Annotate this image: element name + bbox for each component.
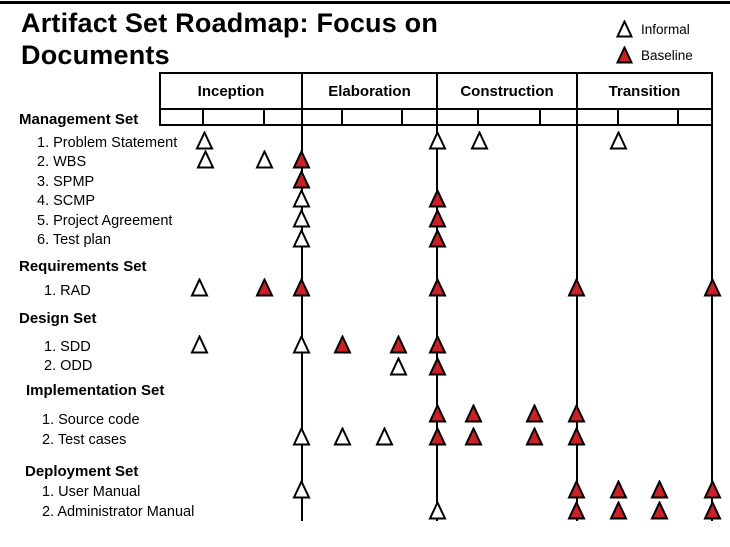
informal-triangle-icon [333,427,352,446]
informal-triangle-icon [292,209,311,228]
iteration-tick [341,110,343,124]
baseline-triangle-icon [428,357,447,376]
iteration-tick [401,110,403,124]
row-label-2-wbs: 2. WBS [37,154,87,170]
baseline-triangle-icon [567,278,586,297]
informal-triangle-icon [292,480,311,499]
baseline-triangle-icon [525,427,544,446]
row-label-3-spmp: 3. SPMP [37,174,95,190]
baseline-triangle-icon [292,150,311,169]
phase-header-inception: Inception [197,82,265,100]
baseline-triangle-icon [255,278,274,297]
baseline-triangle-icon [428,427,447,446]
baseline-triangle-icon [389,335,408,354]
baseline-triangle-icon [428,209,447,228]
informal-triangle-icon [292,229,311,248]
baseline-triangle-icon [567,501,586,520]
informal-triangle-icon [292,335,311,354]
group-label-requirements-set: Requirements Set [19,258,147,275]
informal-triangle-icon [428,131,447,150]
row-label-6-test-plan: 6. Test plan [37,232,111,248]
iteration-tick [202,110,204,124]
phase-gridline [301,110,303,521]
row-label-2-odd: 2. ODD [44,358,93,370]
baseline-triangle-icon [464,427,483,446]
group-label-design-set: Design Set [19,310,97,327]
baseline-triangle-icon [428,335,447,354]
baseline-triangle-icon [464,404,483,423]
baseline-triangle-icon [703,480,722,499]
iteration-tick [539,110,541,124]
phase-header-transition: Transition [576,74,711,108]
phase-header-elaboration: Elaboration [301,74,436,108]
iteration-tick [477,110,479,124]
baseline-triangle-icon [616,46,633,64]
baseline-triangle-icon [567,427,586,446]
row-label-2-administrator-manual: 2. Administrator Manual [42,504,195,520]
baseline-triangle-icon [650,501,669,520]
informal-triangle-icon [195,131,214,150]
row-label-1-user-manual: 1. User Manual [42,484,141,500]
informal-triangle-icon [389,357,408,376]
iteration-tick [677,110,679,124]
baseline-triangle-icon [567,480,586,499]
informal-triangle-icon [196,150,215,169]
informal-triangle-icon [190,335,209,354]
baseline-triangle-icon [525,404,544,423]
baseline-triangle-icon [292,170,311,189]
row-label-5-project-agreement: 5. Project Agreement [37,213,173,229]
row-label-1-problem-statement: 1. Problem Statement [37,135,178,151]
legend-item-baseline: Baseline [616,42,693,68]
legend: Informal Baseline [616,16,693,68]
baseline-triangle-icon [703,278,722,297]
phase-gridline [436,110,438,521]
row-label-2-test-cases: 2. Test cases [42,432,127,448]
baseline-triangle-icon [650,480,669,499]
group-label-deployment-set: Deployment Set [25,463,139,480]
phase-gridline [711,110,713,521]
slide-top-border [0,1,730,4]
baseline-triangle-icon [292,278,311,297]
legend-label-informal: Informal [641,21,690,37]
informal-triangle-icon [428,501,447,520]
row-label-1-source-code: 1. Source code [42,412,140,428]
informal-triangle-icon [292,427,311,446]
baseline-triangle-icon [428,189,447,208]
baseline-triangle-icon [567,404,586,423]
group-label-management-set: Management Set [19,111,139,128]
page-title: Artifact Set Roadmap: Focus on Documents [21,8,439,70]
row-label-4-scmp: 4. SCMP [37,193,96,209]
informal-triangle-icon [292,189,311,208]
baseline-triangle-icon [428,278,447,297]
legend-label-baseline: Baseline [641,47,693,63]
phase-gridline [576,110,578,521]
baseline-triangle-icon [428,404,447,423]
informal-triangle-icon [255,150,274,169]
informal-triangle-icon [470,131,489,150]
iteration-tick [263,110,265,124]
baseline-triangle-icon [428,229,447,248]
baseline-triangle-icon [333,335,352,354]
baseline-triangle-icon [609,501,628,520]
baseline-triangle-icon [609,480,628,499]
iteration-tick [617,110,619,124]
informal-triangle-icon [609,131,628,150]
legend-item-informal: Informal [616,16,693,42]
informal-triangle-icon [190,278,209,297]
baseline-triangle-icon [703,501,722,520]
row-label-1-rad: 1. RAD [44,283,91,299]
informal-triangle-icon [616,20,633,38]
row-label-1-sdd: 1. SDD [44,339,91,355]
group-label-implementation-set: Implementation Set [26,382,165,399]
phase-header-construction: Construction [436,74,576,108]
informal-triangle-icon [375,427,394,446]
